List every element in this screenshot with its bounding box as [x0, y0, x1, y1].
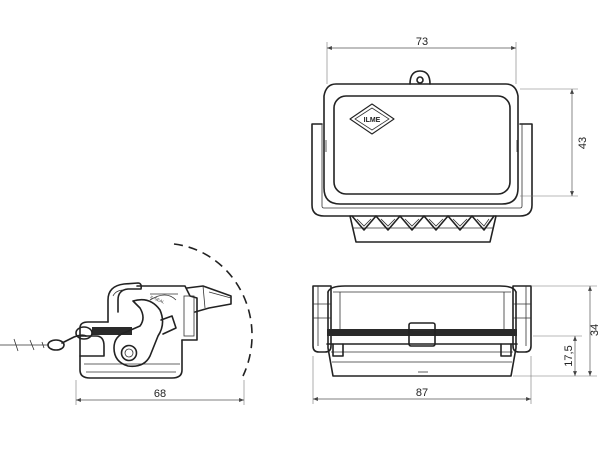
seal-text: IL-SEAL [150, 294, 166, 305]
ilme-logo: ILME [349, 103, 395, 135]
side-lever [113, 298, 164, 368]
side-gland [186, 285, 232, 313]
dimension-side-width: 68 [154, 388, 166, 400]
dimension-top-width: 73 [416, 36, 428, 48]
dimension-top-height: 43 [577, 137, 589, 149]
toothed-guard [349, 215, 497, 243]
swing-arc [173, 243, 253, 377]
side-view: IL-SEAL 68 [0, 243, 253, 405]
dimension-front-height-total: 34 [589, 324, 600, 336]
dimension-73: 73 [326, 36, 517, 84]
dimension-17-5: 17,5 [533, 335, 582, 376]
logo-text: ILME [364, 117, 381, 124]
front-body [327, 291, 517, 377]
dimension-68: 68 [75, 380, 245, 405]
side-hook [107, 282, 142, 323]
dimension-43: 43 [520, 88, 589, 197]
front-view: 87 17,5 34 [312, 285, 600, 404]
dimension-front-height-partial: 17,5 [563, 345, 575, 366]
dimension-front-width: 87 [416, 387, 428, 399]
side-body [79, 321, 183, 379]
side-gasket [92, 327, 132, 335]
lever-frame [311, 123, 533, 217]
top-cover-outline [323, 83, 519, 205]
left-lever [312, 285, 332, 353]
dimension-87: 87 [312, 356, 532, 404]
top-view: ILME 73 43 [311, 36, 589, 243]
right-lever [512, 285, 532, 353]
gasket [327, 329, 517, 336]
dimension-34: 34 [513, 285, 600, 377]
